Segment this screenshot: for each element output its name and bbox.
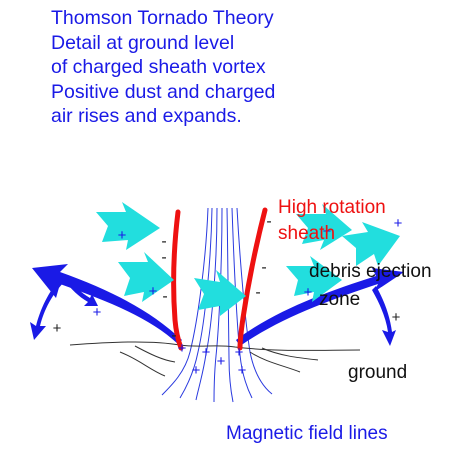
- negative-charge: -: [171, 327, 176, 344]
- positive-charge: +: [217, 353, 226, 370]
- positive-charge: +: [238, 362, 247, 379]
- positive-charge: +: [394, 215, 403, 232]
- magnetic-field-label: Magnetic field lines: [226, 423, 388, 444]
- debris-scatter: [119, 345, 319, 377]
- title-line: Thomson Tornado Theory: [51, 7, 274, 29]
- left-curl-arrow: [30, 276, 66, 340]
- negative-charge: -: [162, 288, 167, 305]
- sheath-wall-right: [237, 207, 268, 351]
- positive-charge: +: [192, 362, 201, 379]
- high-rotation-sheath: [171, 207, 268, 351]
- positive-charge: +: [202, 344, 211, 361]
- title-line: Positive dust and charged: [51, 80, 276, 103]
- positive-charge: +: [392, 309, 401, 326]
- positive-charge: +: [118, 227, 127, 244]
- sheath-wall-left: [171, 209, 184, 351]
- positive-charge: +: [304, 284, 313, 301]
- dust-arrow: [194, 270, 246, 316]
- positive-charge: +: [53, 320, 62, 337]
- right-curl-arrow: [372, 286, 396, 346]
- field-line: [195, 207, 218, 401]
- high-rotation-label: High rotation: [278, 197, 386, 218]
- negative-charge: -: [161, 249, 166, 266]
- negative-charge: -: [255, 284, 260, 301]
- sheath-label: sheath: [278, 223, 336, 244]
- negative-charge: -: [161, 233, 166, 250]
- positive-charge: +: [323, 223, 332, 240]
- ground-line: [69, 341, 361, 351]
- ground-surface: [69, 341, 361, 377]
- charge-symbols: + + + + + + + + + + + + + +: [53, 215, 403, 379]
- dust-arrow: [96, 202, 160, 250]
- positive-charge: +: [235, 344, 244, 361]
- field-line: [179, 207, 213, 399]
- positive-charge: +: [149, 283, 158, 300]
- debris-ejection-label: debris ejection: [309, 261, 432, 282]
- title-line: of charged sheath vortex: [51, 56, 266, 78]
- dust-arrow: [296, 204, 352, 250]
- dust-arrows: [96, 202, 400, 316]
- negative-charge: -: [261, 259, 266, 276]
- ground-label: ground: [348, 362, 408, 383]
- dust-arrow: [286, 256, 342, 302]
- title-block: Thomson Tornado Theory Detail at ground …: [51, 6, 275, 129]
- dust-arrow: [342, 222, 400, 266]
- positive-charge: +: [178, 340, 187, 357]
- field-line: [213, 207, 223, 403]
- negative-charges: - - - - - - -: [161, 213, 271, 344]
- title-line: air rises and expands.: [51, 105, 242, 127]
- ejection-arrows: [30, 264, 404, 346]
- left-curl-tip-arrow: [64, 276, 98, 306]
- positive-charge: +: [93, 304, 102, 321]
- title-line: Detail at ground level: [51, 31, 235, 54]
- negative-charge: -: [266, 213, 271, 230]
- dust-arrow: [118, 252, 174, 302]
- zone-label: zone: [319, 289, 361, 310]
- field-line: [161, 207, 209, 396]
- right-ejection-arrow: [236, 268, 404, 346]
